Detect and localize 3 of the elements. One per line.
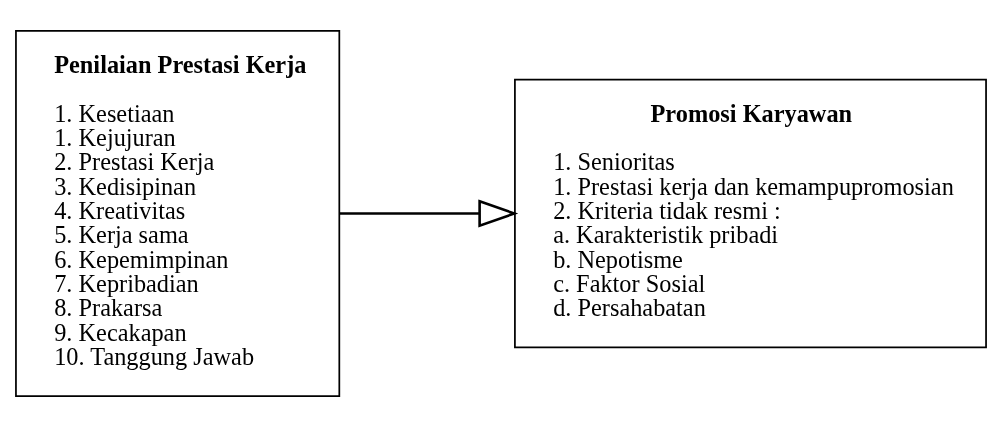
node-box: Promosi Karyawan 1. Senioritas 1. Prestasi kerja dan kemampupromosian 2. Kriteria tidak resmi : a. Karakteristik pribadi b. Nepotisme c. Faktor Sosial d. Persahabatan (514, 78, 987, 349)
node-box: Penilaian Prestasi Kerja 1. Kesetiaan 1. Kejujuran 2. Prestasi Kerja 3. Kedisipinan 4. Kreativitas 5. Kerja sama 6. Kepemimpinan 7. Kepribadian 8. Prakarsa 9. Kecakapan 10. Tanggung Jawab (15, 30, 341, 397)
arrow (339, 199, 519, 228)
